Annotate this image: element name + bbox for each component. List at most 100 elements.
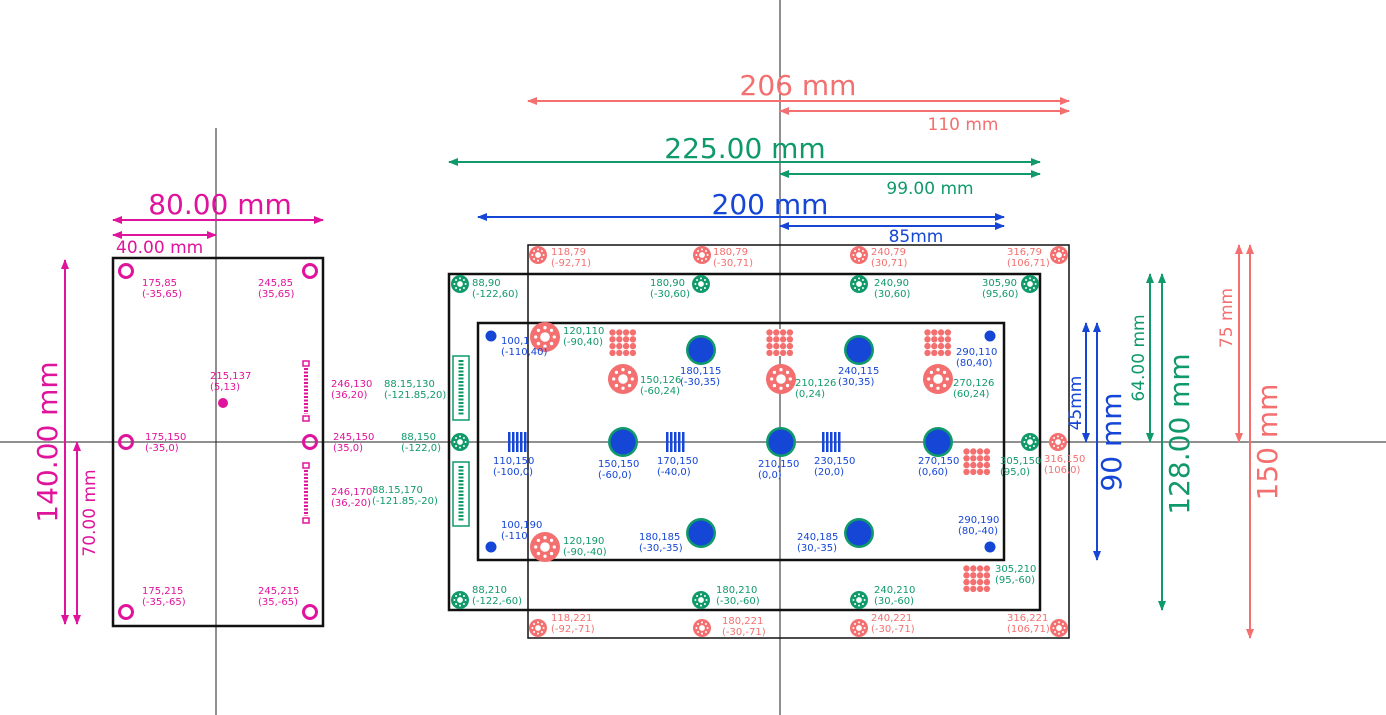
- salmon-large-hole-via: [552, 335, 556, 339]
- green-hole-via: [462, 595, 465, 598]
- salmon-hole-via: [697, 630, 700, 633]
- svg-text:240,221(-30,-71): 240,221(-30,-71): [871, 613, 915, 635]
- salmon-hole-via: [1060, 444, 1063, 447]
- salmon-hole-via: [861, 257, 864, 260]
- salmon-large-hole-center: [540, 542, 550, 552]
- salmon-large-hole-via: [785, 370, 790, 375]
- dim-blue-height: 90 mm: [1095, 392, 1128, 491]
- salmon-large-hole-via: [614, 370, 619, 375]
- dim-green-height: 128.00 mm: [1163, 353, 1196, 514]
- green-hole-via: [462, 437, 465, 440]
- svg-text:316,79(106,71): 316,79(106,71): [1007, 247, 1050, 269]
- salmon-hole-via: [852, 627, 855, 629]
- salmon-hole-via: [1054, 257, 1057, 260]
- dim-salmon-width: 206 mm: [740, 69, 857, 102]
- salmon-hole-via: [542, 627, 545, 629]
- salmon-hole-via: [537, 259, 539, 262]
- svg-text:210,126(0,24): 210,126(0,24): [795, 378, 836, 400]
- salmon-hole-via: [863, 254, 866, 256]
- salmon-hole-via: [1052, 627, 1055, 629]
- green-hole-via: [861, 286, 864, 289]
- salmon-pin: [963, 455, 970, 462]
- salmon-hole-via: [533, 630, 536, 633]
- salmon-pin: [963, 565, 970, 572]
- green-hole-via: [858, 593, 860, 596]
- salmon-hole-via: [854, 250, 857, 253]
- salmon-pin: [963, 468, 970, 476]
- mount-hole: [302, 263, 318, 279]
- salmon-large-hole-via: [785, 383, 790, 388]
- salmon-pin: [629, 349, 637, 357]
- salmon-hole-via: [1061, 623, 1064, 626]
- salmon-hole-via: [542, 254, 545, 256]
- salmon-pin: [622, 342, 630, 350]
- salmon-hole-via: [858, 621, 860, 624]
- salmon-hole-via: [1063, 254, 1066, 256]
- green-hole-via: [453, 283, 456, 285]
- salmon-hole-via: [1062, 441, 1065, 443]
- blue-hole: [485, 541, 497, 553]
- svg-text:316,150(106,0): 316,150(106,0): [1044, 454, 1085, 476]
- green-hole-via: [703, 279, 706, 282]
- salmon-hole-via: [1052, 254, 1055, 256]
- blue-pin: [524, 432, 527, 452]
- salmon-hole-via: [697, 623, 700, 626]
- salmon-pin: [779, 349, 787, 357]
- green-hole-via: [858, 288, 860, 291]
- green-hole-via: [459, 446, 461, 449]
- salmon-pin: [931, 349, 938, 357]
- salmon-hole-via: [540, 250, 543, 253]
- salmon-pin: [766, 329, 773, 336]
- green-hole-via: [700, 288, 702, 291]
- coord-label: 246,170(36,-20): [331, 487, 372, 509]
- blue-mount-hole: [846, 520, 872, 546]
- salmon-large-hole-via: [549, 551, 554, 556]
- pin-grid-group: [609, 329, 991, 593]
- green-hole-via: [1025, 444, 1028, 447]
- salmon-pin: [766, 342, 773, 350]
- green-hole-via: [703, 286, 706, 289]
- salmon-pin: [937, 336, 945, 343]
- coord-label: 245,85(35,65): [258, 278, 295, 300]
- svg-text:180,185(-30,-35): 180,185(-30,-35): [639, 532, 683, 554]
- dim-blue-offset: 85mm: [889, 227, 944, 247]
- salmon-pin: [970, 578, 977, 586]
- green-hole-via: [464, 441, 467, 443]
- svg-text:88,210(-122,-60): 88,210(-122,-60): [472, 585, 522, 607]
- green-hole-center: [457, 281, 463, 287]
- salmon-pin: [786, 329, 794, 336]
- salmon-large-hole-via: [534, 545, 538, 549]
- salmon-hole-via: [1057, 446, 1059, 449]
- green-hole-via: [455, 602, 458, 605]
- green-hole-via: [462, 602, 465, 605]
- salmon-hole-via: [706, 254, 709, 256]
- salmon-pin: [983, 455, 991, 462]
- center-dot: [218, 398, 228, 408]
- green-hole-via: [861, 595, 864, 598]
- svg-text:290,110(80,40): 290,110(80,40): [956, 347, 997, 369]
- salmon-pin: [976, 572, 984, 579]
- salmon-hole-via: [1061, 257, 1064, 260]
- svg-text:120,190(-90,-40): 120,190(-90,-40): [563, 536, 607, 558]
- svg-text:180,115(-30,35): 180,115(-30,35): [680, 366, 721, 388]
- salmon-pin: [629, 336, 637, 343]
- salmon-hole-via: [858, 632, 860, 635]
- salmon-large-hole-via: [779, 368, 783, 372]
- salmon-pin: [786, 342, 794, 350]
- salmon-hole-via: [852, 254, 855, 256]
- salmon-hole-via: [695, 627, 698, 629]
- salmon-hole-via: [1054, 623, 1057, 626]
- svg-text:118,221(-92,-71): 118,221(-92,-71): [551, 613, 595, 635]
- green-hole-via: [1032, 279, 1035, 282]
- green-connectors: [452, 355, 470, 527]
- green-hole-via: [459, 277, 461, 280]
- salmon-pin: [931, 336, 938, 343]
- green-hole-center: [698, 597, 704, 603]
- salmon-hole-via: [537, 621, 539, 624]
- salmon-pin: [970, 448, 977, 455]
- salmon-large-hole-via: [627, 370, 632, 375]
- green-hole-via: [854, 602, 857, 605]
- salmon-pin: [937, 342, 945, 350]
- green-hole-via: [1032, 437, 1035, 440]
